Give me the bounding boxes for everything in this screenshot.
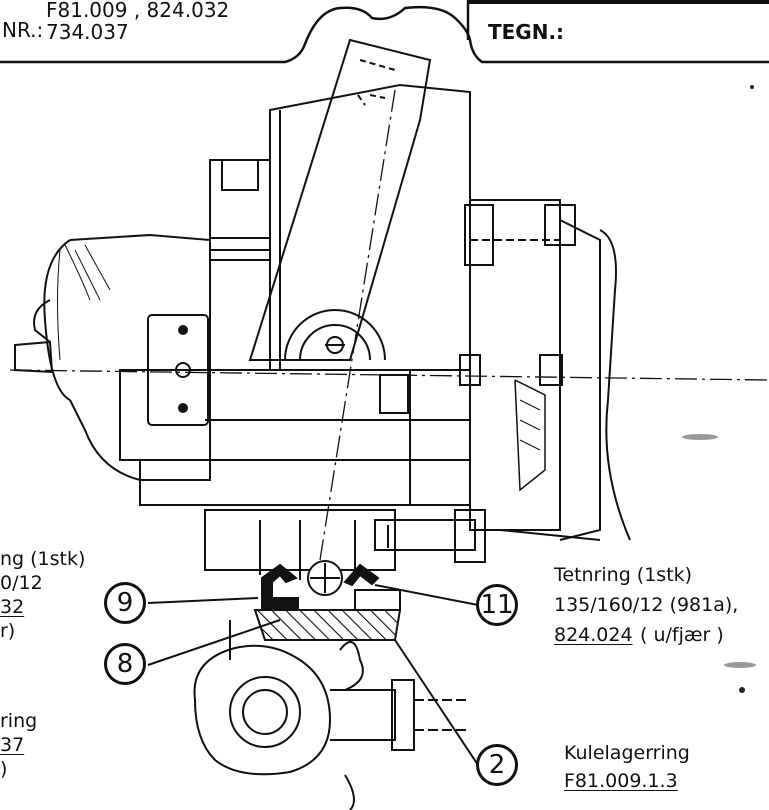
left-note-line1: ng (1stk) [0,548,86,570]
left-note-line3: 32 [0,596,25,618]
rod-end [193,620,470,810]
left-note-line7: ) [0,758,8,780]
bearing-outer-ring [253,609,402,641]
housing [14,38,631,563]
scan-specks [682,85,756,693]
center-line [9,89,769,561]
bearing-part-number: F81.009.1.3 [564,770,678,792]
seal-title: Tetnring (1stk) [554,564,693,586]
seal-right [343,563,380,587]
left-note-line4: r) [0,620,16,642]
callout-9: 9 [104,582,146,624]
left-note-line5: ring [0,710,38,732]
seal-note: ( u/fjær ) [640,624,724,646]
seal-dimensions: 135/160/12 (981a), [554,594,739,616]
callout-2: 2 [476,744,518,786]
nr-label: NR.: [2,18,44,42]
callout-11: 11 [476,584,518,626]
title-block [0,0,769,64]
left-note-line6: 37 [0,734,25,756]
nr-value-line1: F81.009 , 824.032 [46,0,230,22]
seal-part-number: 824.024 [554,624,633,646]
nr-value-line2: 734.037 [46,20,129,44]
tegn-label: TEGN.: [488,20,565,44]
left-note-line2: 0/12 [0,572,43,594]
callout-8: 8 [104,643,146,685]
leader-lines [147,584,479,766]
bearing-assembly [204,509,402,641]
bearing-title: Kulelagerring [564,742,690,764]
